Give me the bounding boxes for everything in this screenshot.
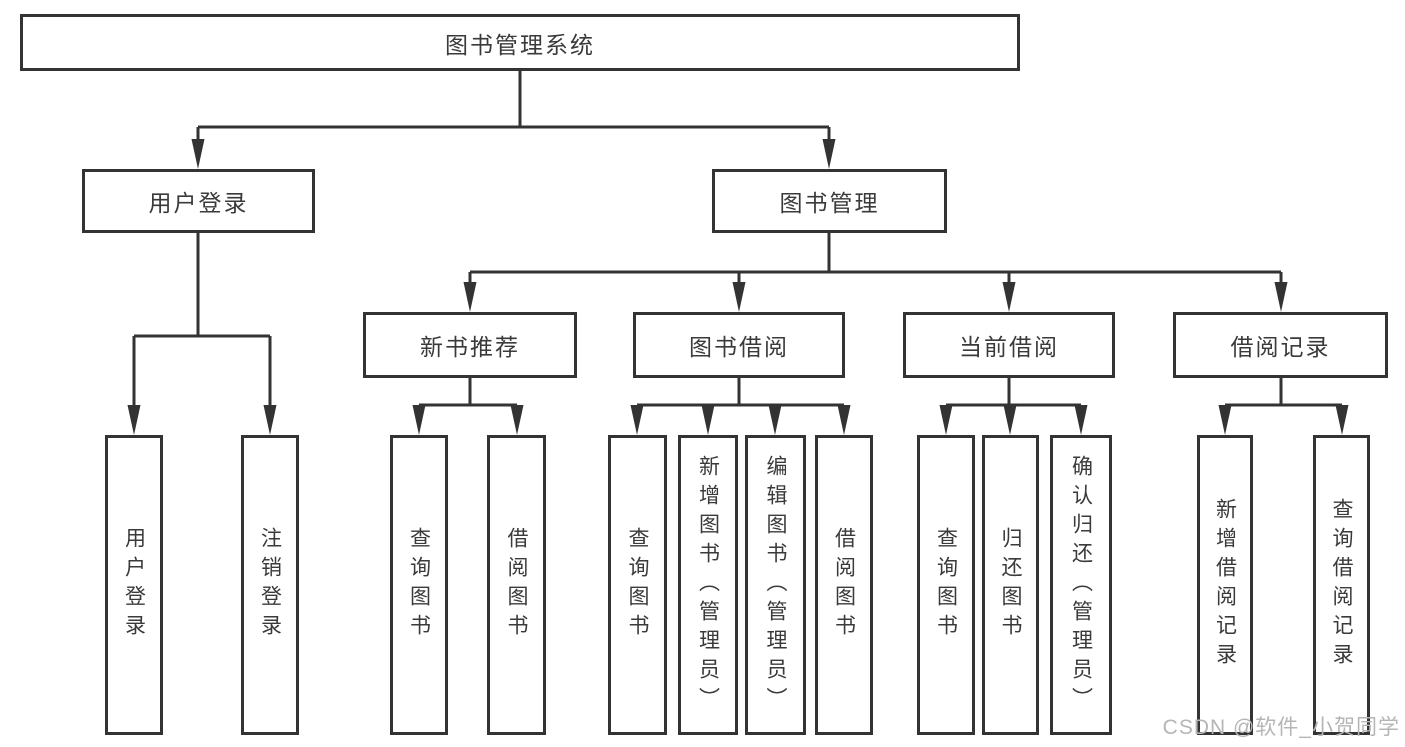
node-label: 图书管理	[779, 190, 880, 216]
leaf-query-books-recommendation: 查询图书	[390, 435, 448, 735]
leaf-borrow-books-recommendation: 借阅图书	[487, 435, 546, 735]
arrowheads	[127, 139, 1349, 435]
node-label: 确认归还（管理员）	[1069, 454, 1093, 716]
node-borrowing-records: 借阅记录	[1173, 312, 1388, 378]
node-label: 归还图书	[999, 527, 1022, 643]
leaf-confirm-return-admin: 确认归还（管理员）	[1050, 435, 1112, 735]
node-user-login: 用户登录	[82, 169, 315, 233]
leaf-edit-book-admin: 编辑图书（管理员）	[745, 435, 806, 735]
node-label: 用户登录	[148, 190, 249, 216]
leaf-borrow-books-borrowing: 借阅图书	[815, 435, 873, 735]
node-label: 注销登录	[258, 527, 282, 643]
leaf-user-login: 用户登录	[105, 435, 163, 735]
node-label: 借阅图书	[505, 527, 528, 643]
node-label: 借阅图书	[832, 527, 856, 643]
node-label: 新增图书（管理员）	[696, 454, 720, 716]
leaf-logout: 注销登录	[241, 435, 299, 735]
leaf-query-books-current: 查询图书	[917, 435, 975, 735]
leaf-add-book-admin: 新增图书（管理员）	[678, 435, 738, 735]
leaf-add-borrow-record: 新增借阅记录	[1197, 435, 1253, 735]
node-label: 图书借阅	[689, 334, 789, 360]
node-book-borrowing: 图书借阅	[633, 312, 845, 378]
leaf-return-book: 归还图书	[982, 435, 1039, 735]
node-label: 新增借阅记录	[1213, 498, 1237, 672]
node-label: 当前借阅	[959, 334, 1059, 360]
node-label: 用户登录	[122, 527, 146, 643]
leaf-query-borrow-record: 查询借阅记录	[1313, 435, 1370, 735]
node-book-management: 图书管理	[712, 169, 947, 233]
csdn-watermark: CSDN @软件_小贺同学	[1162, 716, 1400, 739]
node-label: 借阅记录	[1230, 334, 1331, 360]
node-label: 查询借阅记录	[1330, 498, 1353, 672]
node-library-management-system: 图书管理系统	[20, 14, 1020, 71]
node-label: 新书推荐	[420, 334, 520, 360]
node-label: 编辑图书（管理员）	[764, 454, 787, 716]
leaf-query-books-borrowing: 查询图书	[608, 435, 667, 735]
node-label: 图书管理系统	[445, 31, 595, 58]
node-label: 查询图书	[626, 527, 649, 643]
node-current-borrowing: 当前借阅	[903, 312, 1115, 378]
node-new-book-recommendation: 新书推荐	[363, 312, 577, 378]
node-label: 查询图书	[407, 527, 431, 643]
node-label: 查询图书	[934, 527, 958, 643]
